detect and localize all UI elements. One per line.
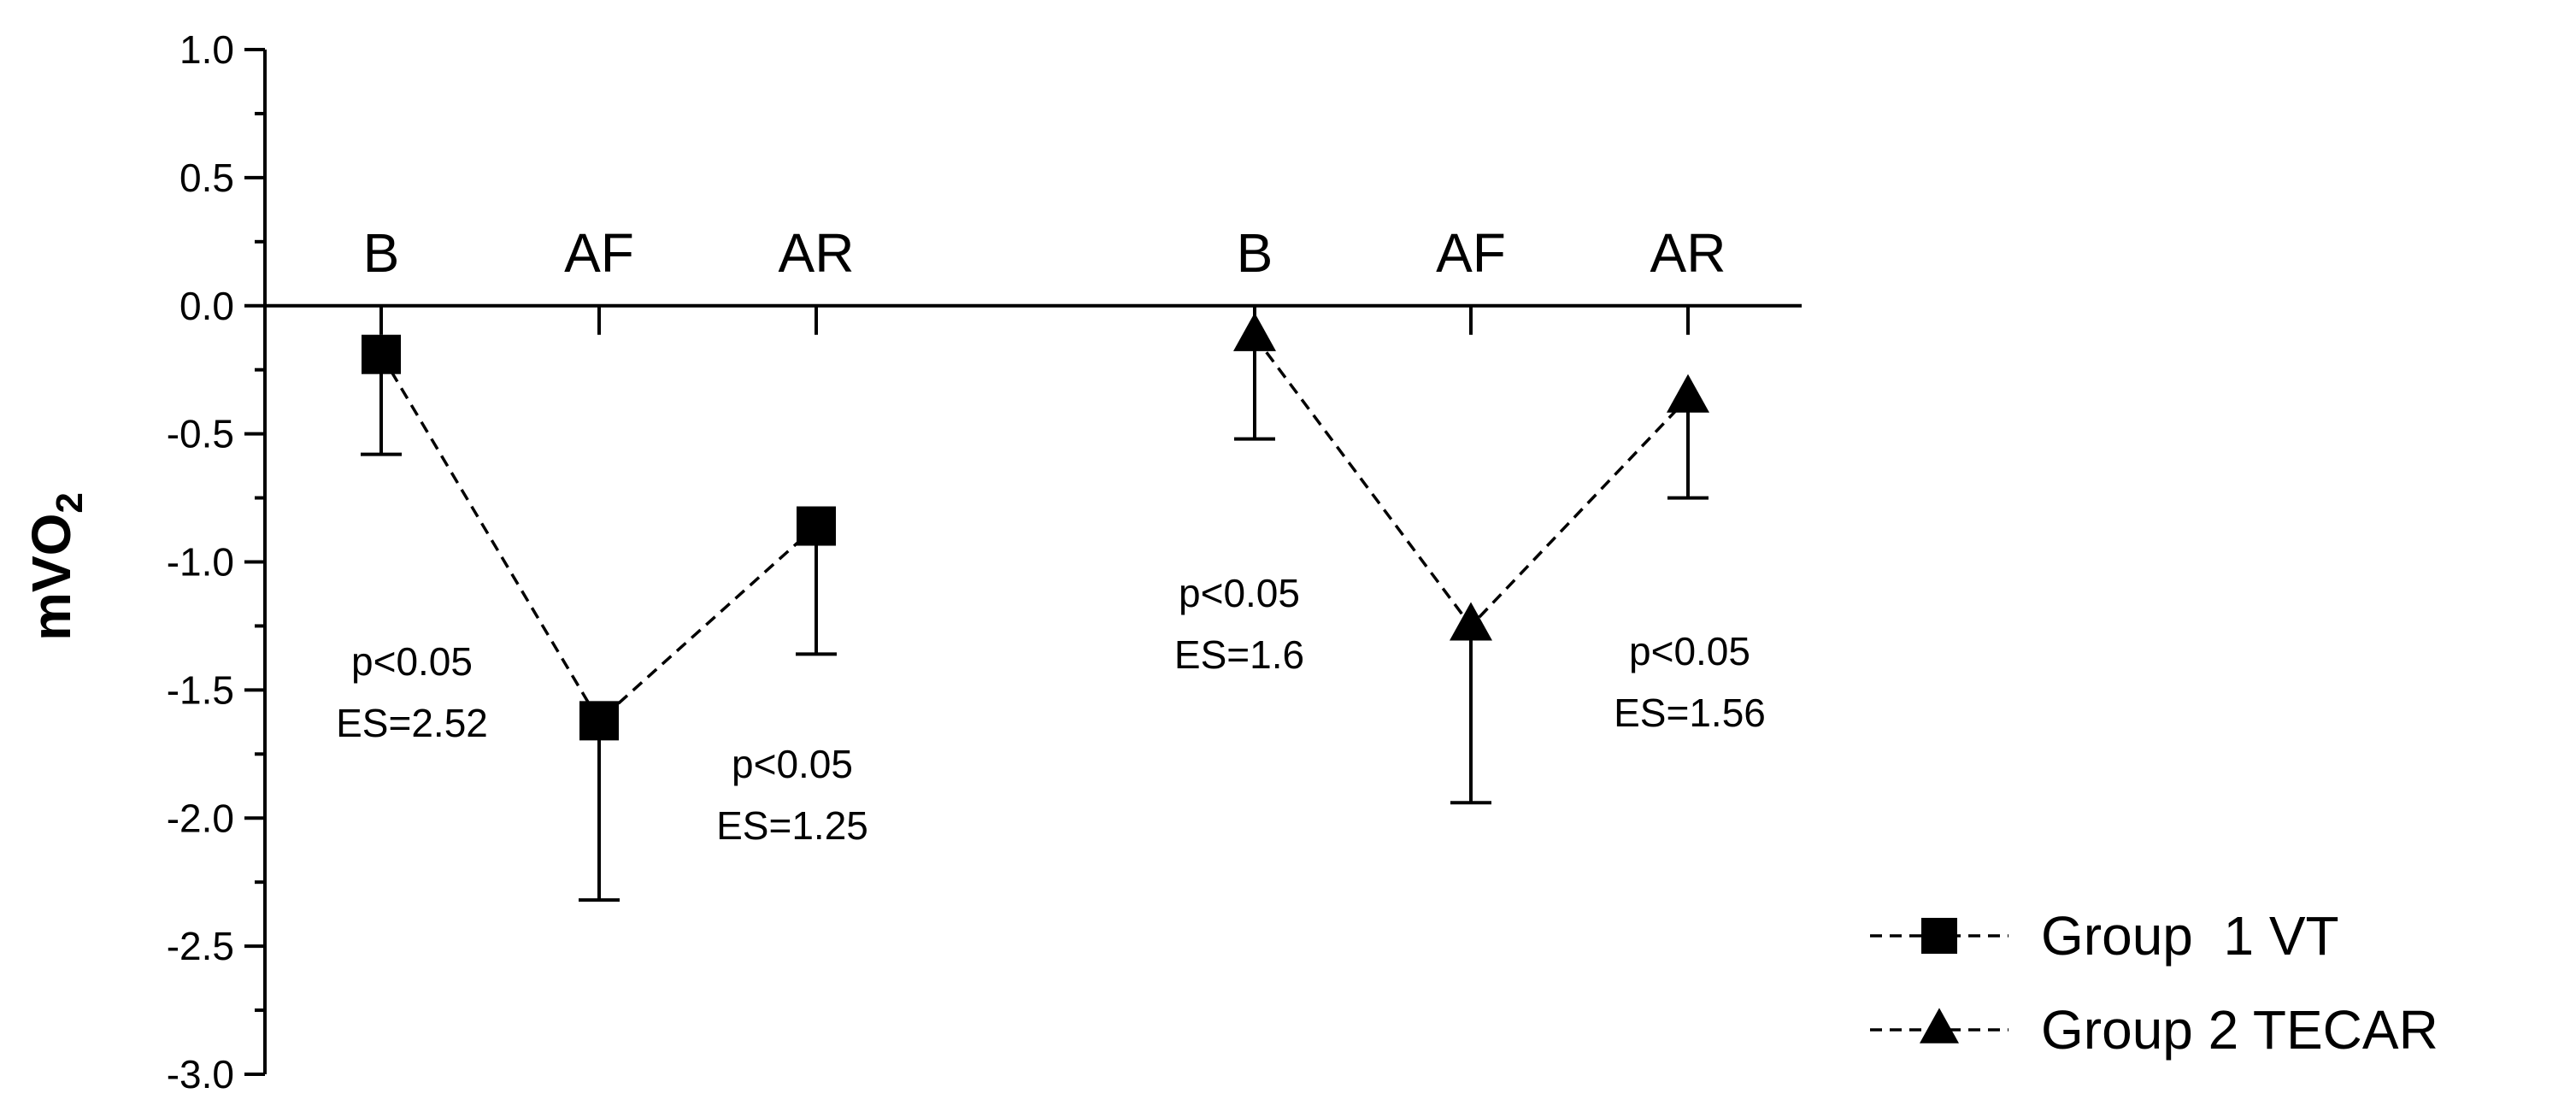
data-point-square xyxy=(362,334,401,374)
category-label: B xyxy=(363,222,400,284)
series-1 xyxy=(361,334,837,902)
series-2 xyxy=(1233,312,1709,805)
category-label: AR xyxy=(1650,222,1726,284)
series-line xyxy=(1253,335,1690,629)
legend-item: Group 2 TECAR xyxy=(1870,999,2438,1061)
y-tick-label: -3.0 xyxy=(167,1052,234,1096)
y-axis: 1.0 0.5 0.0 -0.5 -1.0 -1.5 -2.0 -2.5 -3.0 xyxy=(167,27,267,1096)
annotation-text: p<0.05 xyxy=(1179,571,1300,615)
annotation-text: p<0.05 xyxy=(351,639,473,684)
y-axis-label-main: mVO xyxy=(21,514,82,641)
y-tick-label: -1.0 xyxy=(167,540,234,585)
category-label: B xyxy=(1237,222,1273,284)
series-group xyxy=(361,312,1709,902)
annotation-text: p<0.05 xyxy=(1629,629,1750,673)
legend: Group 1 VT Group 2 TECAR xyxy=(1870,905,2438,1061)
data-point-triangle xyxy=(1233,312,1276,351)
category-label: AF xyxy=(564,222,634,284)
legend-label: Group 1 VT xyxy=(2041,905,2339,967)
annotation-text: p<0.05 xyxy=(732,742,853,786)
zero-line xyxy=(265,303,1802,335)
legend-item: Group 1 VT xyxy=(1870,905,2339,967)
annotation-text: ES=1.25 xyxy=(716,803,868,848)
y-tick-label: -1.5 xyxy=(167,667,234,712)
y-tick-label: 0.0 xyxy=(179,284,234,328)
y-tick-label: -0.5 xyxy=(167,412,234,456)
y-tick-label: 0.5 xyxy=(179,156,234,200)
annotation-text: ES=2.52 xyxy=(336,701,488,745)
category-label: AF xyxy=(1436,222,1506,284)
y-tick-label: -2.5 xyxy=(167,924,234,968)
data-point-triangle xyxy=(1920,1008,1959,1043)
annotation-text: ES=1.6 xyxy=(1174,632,1304,677)
legend-label: Group 2 TECAR xyxy=(2041,999,2438,1061)
category-label: AR xyxy=(779,222,855,284)
category-labels: B AF AR B AF AR xyxy=(363,222,1726,284)
y-axis-label-subscript: 2 xyxy=(49,492,91,513)
annotation-text: ES=1.56 xyxy=(1614,691,1766,735)
series-line xyxy=(379,353,818,724)
y-tick-label: -2.0 xyxy=(167,796,234,840)
y-axis-label: mVO2 xyxy=(21,492,91,641)
data-point-square xyxy=(797,506,836,546)
data-point-triangle xyxy=(1450,602,1492,641)
data-point-square xyxy=(579,701,619,741)
y-tick-label: 1.0 xyxy=(179,27,234,72)
data-point-square xyxy=(1921,918,1957,954)
data-point-triangle xyxy=(1667,373,1709,413)
